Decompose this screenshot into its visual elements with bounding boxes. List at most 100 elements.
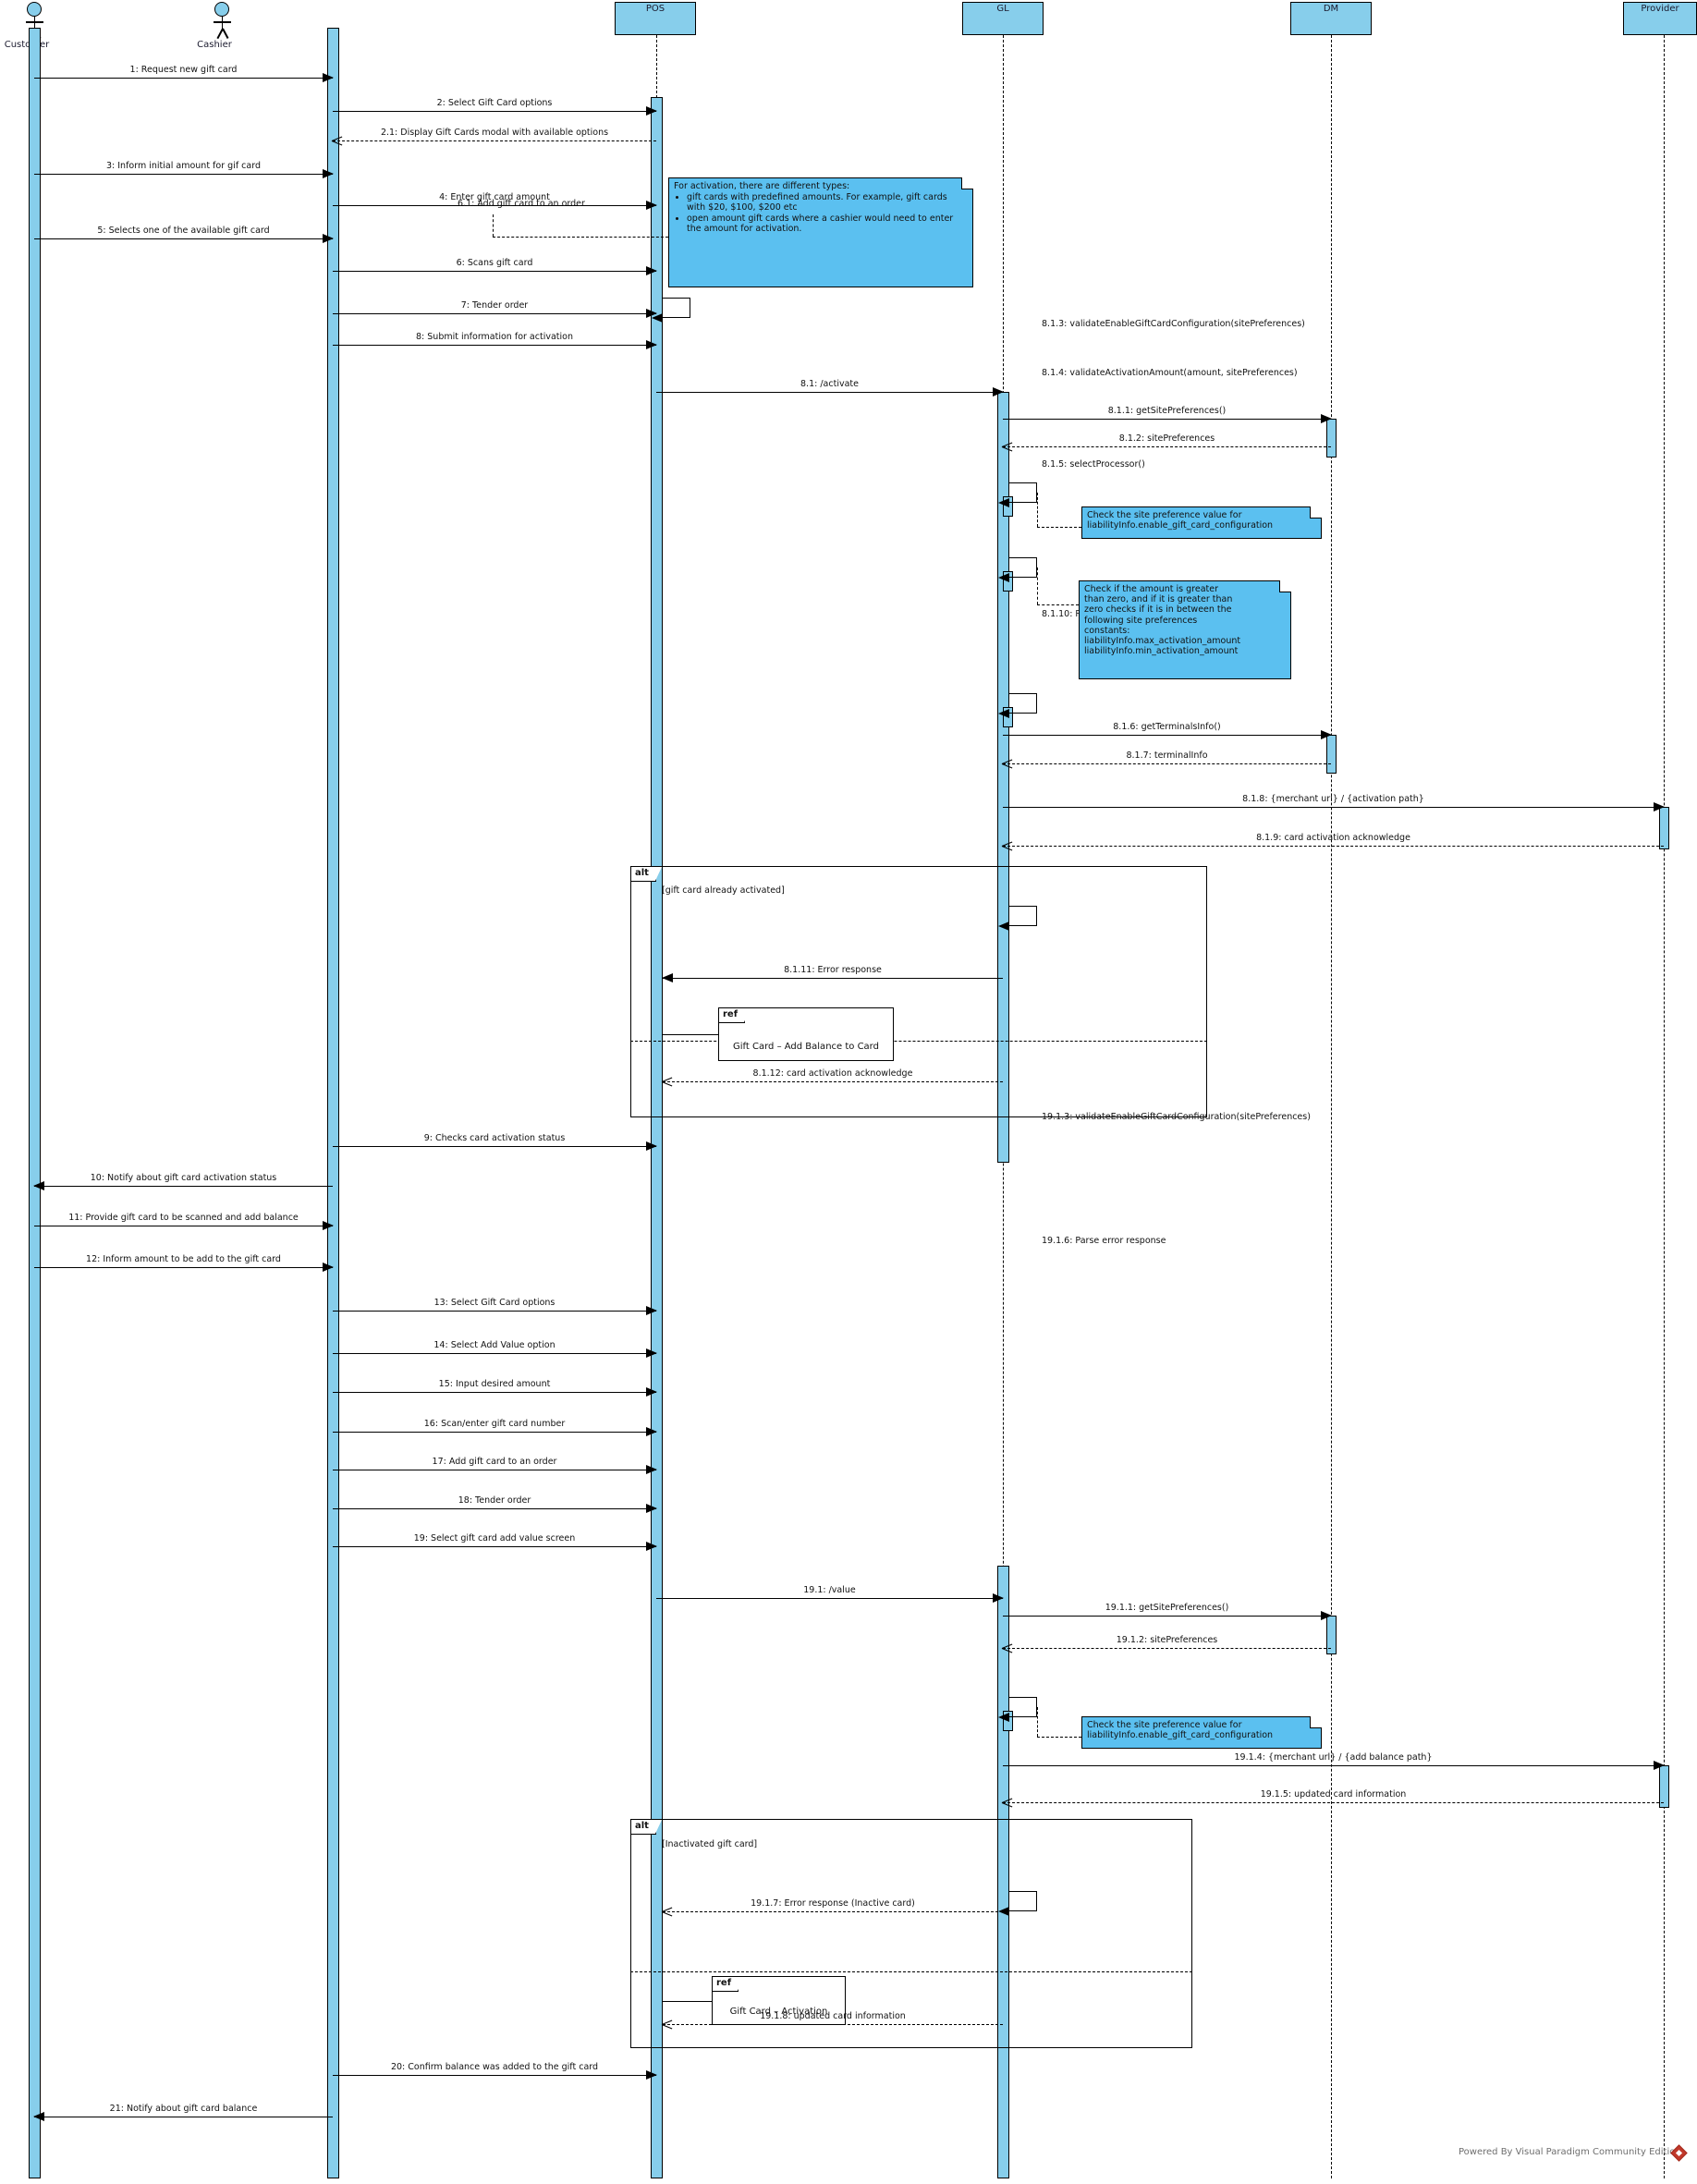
note-connector-v-3 [1037,567,1038,604]
message-label: 13: Select Gift Card options [433,1298,555,1308]
activation-bar-cashier [327,28,339,2178]
activation-bar-customer [29,28,41,2178]
message-label: 19.1.5: updated card information [1260,1789,1407,1800]
arrowhead-right-icon [1321,414,1332,423]
ref-activation[interactable]: ref Gift Card – Activation [712,1976,846,2025]
arrowhead-left-icon [998,708,1009,718]
message-label: 10: Notify about gift card activation st… [90,1173,277,1183]
activation-bar-pos [651,97,663,2178]
message-19-1-3-self[interactable] [998,1697,1037,1722]
lifeline-label-gl: GL [996,4,1009,14]
message-label: 19.1.8: updated card information [760,2011,906,2021]
note-connector-h-4 [1037,1737,1081,1738]
arrowhead-right-icon [323,1221,334,1230]
arrowhead-right-icon [646,106,657,116]
message-19-1-3-label: 19.1.3: validateEnableGiftCardConfigurat… [1042,1112,1311,1122]
lifeline-provider [1664,35,1665,2178]
arrowhead-right-icon [1321,730,1332,739]
message-label: 19.1.1: getSitePreferences() [1105,1603,1229,1613]
arrowhead-left-icon [33,1181,44,1190]
message-label: 8.1.1: getSitePreferences() [1107,406,1227,416]
message-label: 8.1.8: {merchant url} / {activation path… [1242,794,1424,804]
note-activation-types: For activation, there are different type… [668,177,973,287]
lifeline-header-provider[interactable]: Provider [1623,2,1697,35]
note-bullet-item: gift cards with predefined amounts. For … [687,192,968,213]
message-label: 18: Tender order [458,1495,531,1506]
message-label: 15: Input desired amount [438,1379,551,1389]
message-label: 21: Notify about gift card balance [109,2104,258,2114]
arrowhead-right-icon [646,309,657,318]
message-line [333,1508,656,1509]
message-line [1003,1616,1331,1617]
ref-label: Gift Card – Activation [729,2007,828,2017]
message-line [1003,1648,1331,1649]
lifeline-label-cashier: Cashier [197,40,232,50]
ref-add-balance[interactable]: ref Gift Card – Add Balance to Card [718,1007,894,1061]
note-bullet-item: open amount gift cards where a cashier w… [687,214,968,234]
message-8-1-5-self[interactable] [998,693,1037,718]
note-connector-h-1 [493,237,668,238]
note-connector-v-1 [493,214,494,237]
note-line: Check if the amount is greater [1084,584,1219,594]
fragment-alt-activation[interactable]: alt [630,866,1207,1117]
message-label: 8.1.12: card activation acknowledge [752,1068,913,1079]
message-label: 19: Select gift card add value screen [413,1533,576,1543]
message-6-1-label: 6.1: Add gift card to an order [458,199,585,209]
actor-head-icon [214,2,229,17]
fragment-operator-label: alt [631,867,662,882]
fragment-alt-add-balance[interactable]: alt [630,1819,1192,2048]
note-activation-amount: Check if the amount is greater than zero… [1079,580,1291,679]
message-line [34,1267,333,1268]
note-line: liabilityInfo.min_activation_amount [1084,646,1239,657]
message-label: 6: Scans gift card [456,258,533,268]
arrowhead-right-icon [646,1504,657,1513]
arrowhead-right-icon [646,1306,657,1315]
note-line: Check the site preference value for [1087,1720,1242,1730]
message-label: 8.1: /activate [800,379,859,389]
lifeline-header-dm[interactable]: DM [1290,2,1372,35]
message-line [656,392,1003,393]
note-enable-config-2: Check the site preference value for liab… [1081,1716,1322,1749]
message-19-1-6-self[interactable] [998,1891,1037,1916]
lifeline-header-gl[interactable]: GL [962,2,1044,35]
message-8-1-4-self[interactable] [998,557,1037,582]
arrowhead-right-icon [993,1593,1004,1603]
lifeline-header-pos[interactable]: POS [615,2,696,35]
note-connector-v-2 [1037,493,1038,527]
fragment-divider-add-balance [630,1971,1192,1972]
actor-head-icon [27,2,42,17]
note-connector-v-4 [1037,1707,1038,1737]
message-line [663,978,1003,979]
message-label: 17: Add gift card to an order [432,1457,557,1467]
arrowhead-right-icon [646,1387,657,1397]
message-label: 8.1.2: sitePreferences [1118,433,1215,444]
watermark-text: Powered By Visual Paradigm Community Edi… [1459,2147,1681,2157]
message-line [333,1392,656,1393]
lifeline-dm [1331,35,1332,2178]
actor-arms-icon [26,21,43,23]
note-line: liabilityInfo.enable_gift_card_configura… [1087,520,1274,531]
arrowhead-right-icon [323,169,334,178]
message-line [333,345,656,346]
note-line: than zero, and if it is greater than [1084,594,1233,605]
ref-connector-1 [663,1034,718,1035]
message-8-1-10-self[interactable] [998,906,1037,931]
fragment-operator-label: alt [631,1820,662,1835]
note-fold-icon [1279,580,1291,592]
actor-body-icon [33,17,35,30]
arrowhead-right-icon [323,1263,334,1272]
message-label: 3: Inform initial amount for gif card [105,161,261,171]
message-label: 8.1.6: getTerminalsInfo() [1113,722,1221,732]
actor-leg-right-icon [222,28,229,39]
message-line [1003,1765,1664,1766]
arrowhead-right-icon [1321,1611,1332,1620]
arrowhead-left-icon [33,2112,44,2121]
message-6-1-self[interactable] [652,298,690,323]
message-line [1003,846,1664,847]
message-8-1-3-self[interactable] [998,482,1037,507]
ref-connector-2 [663,2001,712,2002]
message-label: 19.1.4: {merchant url} / {add balance pa… [1234,1752,1433,1763]
note-line: Check the site preference value for [1087,510,1242,520]
message-line [663,1911,1003,1912]
message-label: 9: Checks card activation status [423,1133,566,1143]
